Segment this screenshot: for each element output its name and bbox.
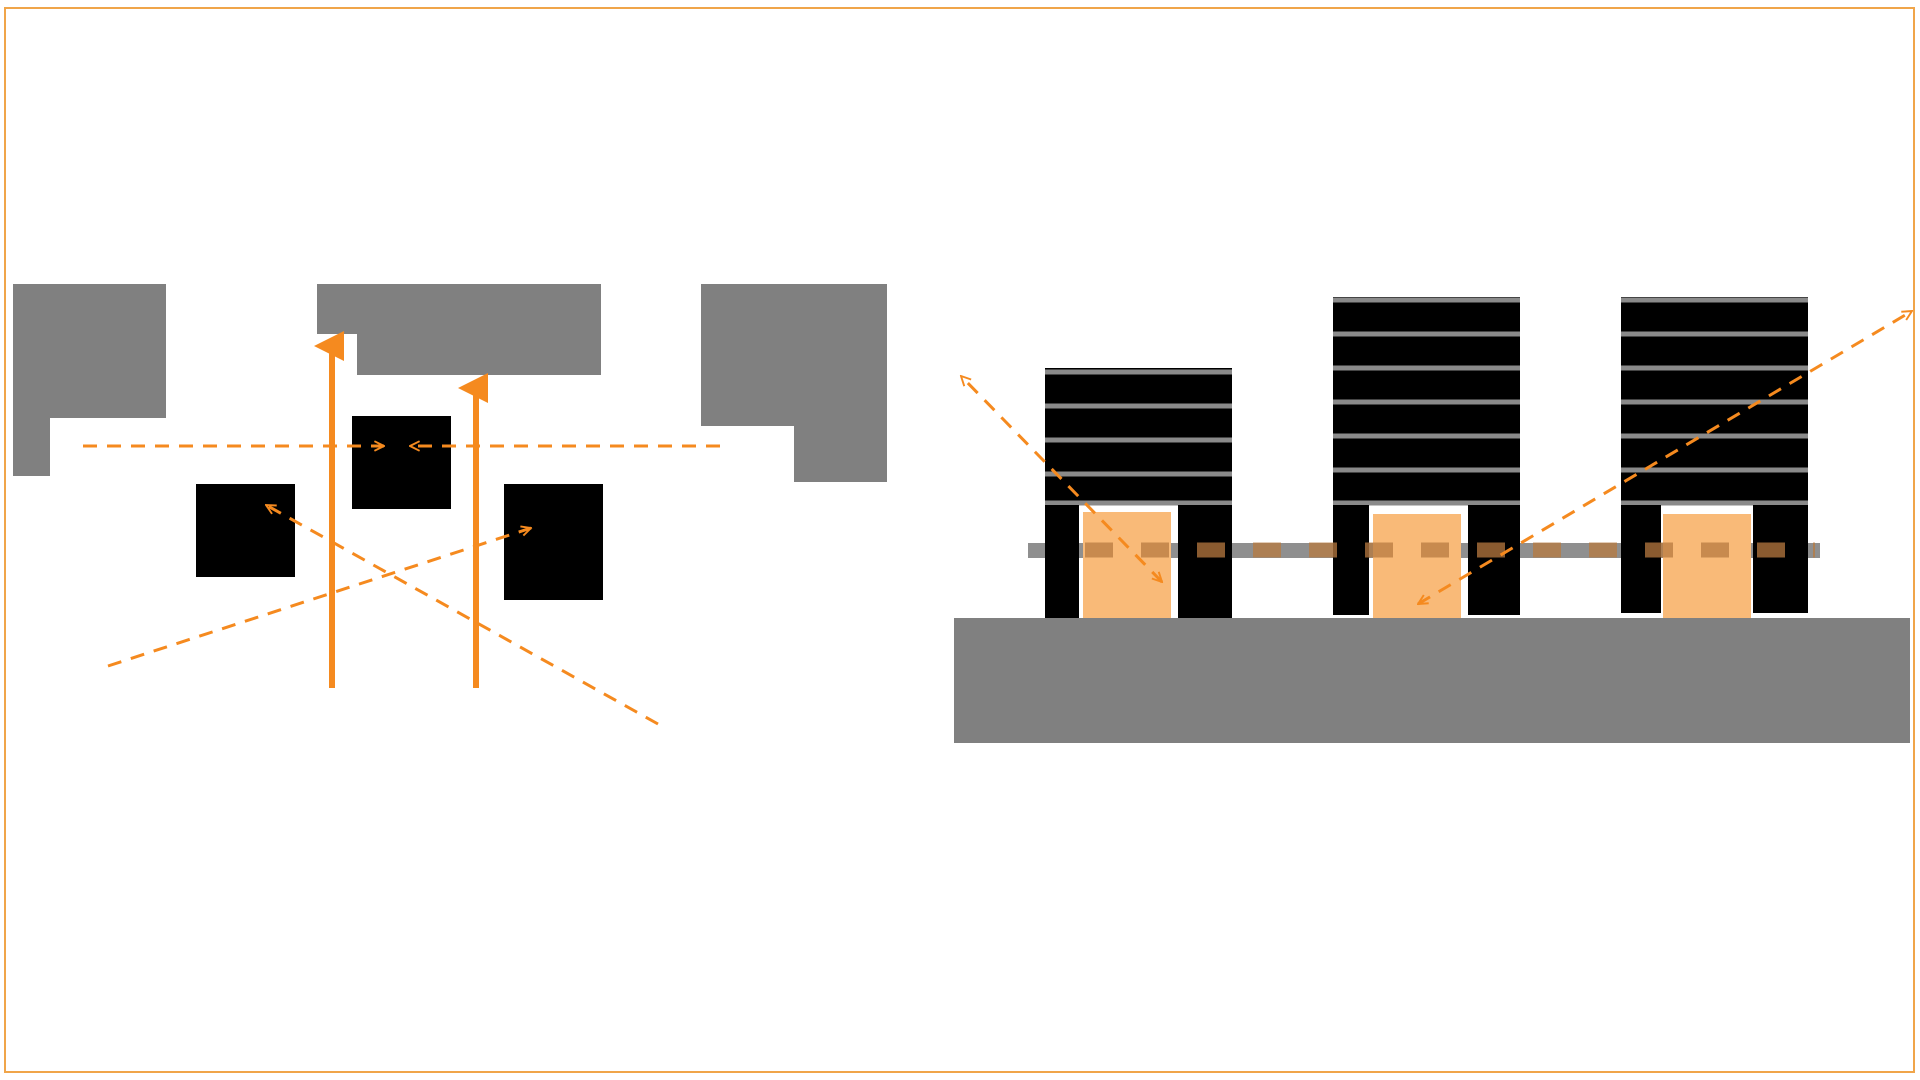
- stack-3-highlight: [1663, 514, 1751, 618]
- stack-1: [1045, 368, 1232, 628]
- stack-2-leg-left: [1333, 505, 1369, 615]
- object-block-right: [504, 484, 603, 600]
- section-view-panel: [954, 297, 1912, 743]
- stack-2-highlight: [1373, 514, 1461, 618]
- slide-frame: [4, 7, 1915, 1073]
- stack-1-layers: [1045, 368, 1232, 505]
- plan-view-panel: [13, 284, 887, 726]
- wall-block-left: [13, 284, 166, 476]
- object-block-top: [352, 416, 451, 509]
- object-block-left: [196, 484, 295, 577]
- stack-2: [1333, 297, 1520, 618]
- stack-3-leg-left: [1621, 505, 1661, 613]
- dashed-arrow-diagonal-down: [266, 503, 659, 726]
- stack-2-leg-right: [1468, 505, 1520, 615]
- stack-1-leg-left: [1045, 505, 1079, 628]
- dashed-arrow-diagonal-up: [107, 528, 531, 668]
- base-plate: [954, 618, 1910, 743]
- stack-3: [1621, 297, 1808, 618]
- stack-1-highlight: [1083, 512, 1171, 618]
- wall-block-right: [701, 284, 887, 482]
- wall-block-center: [317, 284, 601, 375]
- stack-1-leg-right: [1178, 505, 1232, 621]
- stack-3-leg-right: [1753, 505, 1808, 613]
